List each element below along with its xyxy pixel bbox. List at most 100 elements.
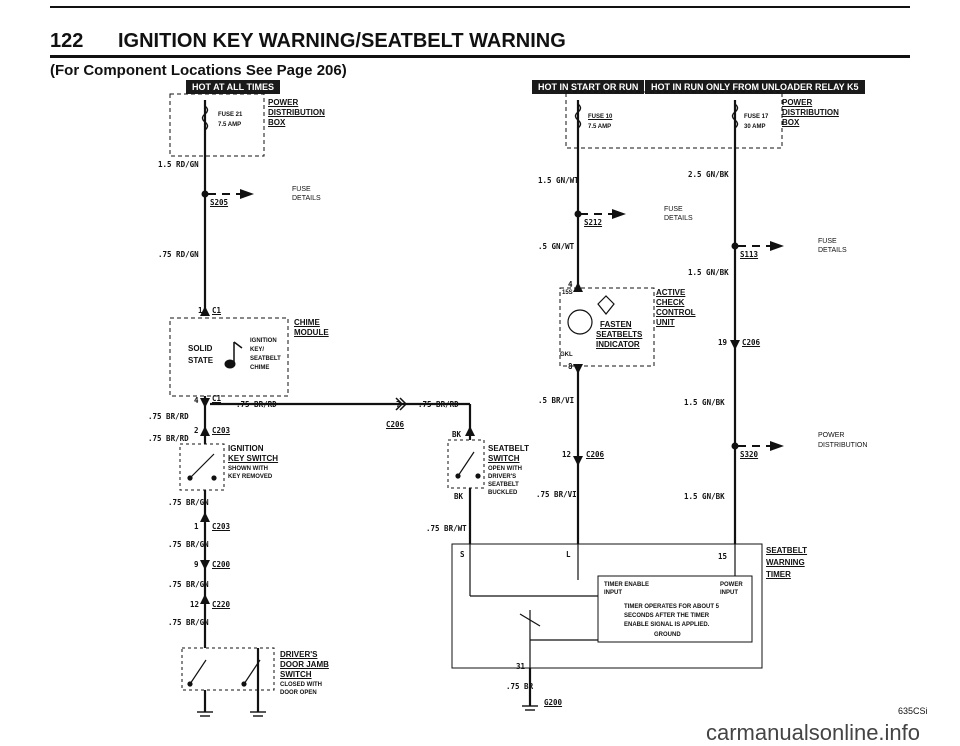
fuse-details-2a: FUSE <box>664 206 683 213</box>
top-rule <box>50 6 910 8</box>
wire-label-r1: 2.5 GN/BK <box>688 170 729 179</box>
power-distribution-2: DISTRIBUTION <box>818 442 868 449</box>
active-check-pin-4: 4 <box>568 280 573 289</box>
title-rule <box>50 55 910 58</box>
wire-label-w2: .75 RD/GN <box>158 250 199 259</box>
wire-label-m5: .75 BR/WT <box>426 524 467 533</box>
pin-19: 19 <box>718 338 728 347</box>
timer-pin-l: L <box>566 550 571 559</box>
timer-desc-1: TIMER OPERATES FOR ABOUT 5 <box>624 604 720 610</box>
seatbelt-switch-name-2: SWITCH <box>488 454 520 463</box>
ignition-switch-note-2: KEY REMOVED <box>228 474 273 480</box>
splice-s212: S212 <box>584 218 603 227</box>
connector-c206-c: C206 <box>742 338 761 347</box>
left-box-line2: DISTRIBUTION <box>268 108 325 117</box>
indicator-name-2: SEATBELTS <box>596 330 643 339</box>
wire-label-w5: .75 BR/RD <box>418 400 459 409</box>
left-box-line3: BOX <box>268 118 286 127</box>
fuse-details-2b: DETAILS <box>664 215 693 222</box>
banner-hot-in-start-or-run: HOT IN START OR RUN <box>532 80 645 94</box>
wire-label-w3: .75 BR/RD <box>236 400 277 409</box>
left-fuse-rating: 7.5 AMP <box>218 122 242 128</box>
page-number: 122 <box>50 30 84 52</box>
right-fuse-box <box>565 91 783 149</box>
door-switch-name-3: SWITCH <box>280 670 312 679</box>
active-check-pin-gkl: GKL <box>560 352 573 358</box>
page-subtitle: (For Component Locations See Page 206) <box>50 62 347 79</box>
ignition-switch-name-1: IGNITION <box>228 444 264 453</box>
banner-hot-at-all-times: HOT AT ALL TIMES <box>186 80 280 94</box>
right-box-line1: POWER <box>782 98 813 107</box>
solid-state-1: SOLID <box>188 344 213 353</box>
connector-c200: C200 <box>212 560 231 569</box>
door-switch-note-2: DOOR OPEN <box>280 690 317 696</box>
wire-label-r3: 1.5 GN/BK <box>684 398 725 407</box>
wire-label-w8: .75 BR/GN <box>168 540 209 549</box>
power-distribution-1: POWER <box>818 432 845 439</box>
pin-9-c200: 9 <box>194 560 199 569</box>
active-check-pin-15s: 15S <box>562 290 573 296</box>
wire-label-w6: .75 BR/RD <box>148 434 189 443</box>
left-box-line1: POWER <box>268 98 299 107</box>
timer-name-3: TIMER <box>766 570 791 579</box>
pin-1-c203: 1 <box>194 522 199 531</box>
seatbelt-switch-box <box>447 439 485 489</box>
chime-label-2: MODULE <box>294 328 329 337</box>
timer-power-2: INPUT <box>720 590 738 596</box>
splice-s205: S205 <box>210 198 229 207</box>
solid-state-2: STATE <box>188 356 214 365</box>
connector-c1-top: C1 <box>212 306 222 315</box>
splice-s320: S320 <box>740 450 759 459</box>
indicator-name-1: FASTEN <box>600 320 632 329</box>
timer-power-1: POWER <box>720 582 743 588</box>
fuse-details-3a: FUSE <box>818 238 837 245</box>
timer-pin-15: 15 <box>718 552 728 561</box>
active-check-name-1: ACTIVE <box>656 288 686 297</box>
fuse-details-3b: DETAILS <box>818 247 847 254</box>
fuse-details-1b: DETAILS <box>292 195 321 202</box>
pin-2-c203: 2 <box>194 426 199 435</box>
timer-pin-s: S <box>460 550 465 559</box>
wire-label-m4: .75 BR/VI <box>536 490 577 499</box>
wire-label-m2: .5 GN/WT <box>538 242 575 251</box>
wire-label-w9: .75 BR/GN <box>168 580 209 589</box>
wire-label-m3: .5 BR/VI <box>538 396 575 405</box>
door-switch-name-2: DOOR JAMB <box>280 660 329 669</box>
connector-c203-a: C203 <box>212 426 231 435</box>
mid-fuse-rating: 7.5 AMP <box>588 124 612 130</box>
ignition-switch-note-1: SHOWN WITH <box>228 466 268 472</box>
connector-c203-b: C203 <box>212 522 231 531</box>
seatbelt-switch-note-1: OPEN WITH <box>488 466 522 472</box>
ignition-switch-name-2: KEY SWITCH <box>228 454 279 463</box>
pin-bk-top: BK <box>452 430 462 439</box>
chime-inner-4: CHIME <box>250 365 270 371</box>
left-fuse-name: FUSE 21 <box>218 112 243 118</box>
pin-4-c1: 4 <box>194 396 199 405</box>
wire-label-w7: .75 BR/GN <box>168 498 209 507</box>
right-box-line2: DISTRIBUTION <box>782 108 839 117</box>
chime-inner-2: KEY/ <box>250 347 265 353</box>
door-switch-note-1: CLOSED WITH <box>280 682 322 688</box>
ground-g200: G200 <box>544 698 563 707</box>
chime-label-1: CHIME <box>294 318 320 327</box>
seatbelt-switch-note-3: SEATBELT <box>488 482 519 488</box>
wire-label-r2: 1.5 GN/BK <box>688 268 729 277</box>
seatbelt-switch-name-1: SEATBELT <box>488 444 530 453</box>
fuse-details-1a: FUSE <box>292 186 311 193</box>
seatbelt-switch-note-4: BUCKLED <box>488 490 518 496</box>
timer-pin-31: 31 <box>516 662 526 671</box>
wire-label-m1: 1.5 GN/WT <box>538 176 579 185</box>
timer-desc-3: ENABLE SIGNAL IS APPLIED. <box>624 622 710 628</box>
watermark: carmanualsonline.info <box>706 720 921 745</box>
timer-name-2: WARNING <box>766 558 805 567</box>
page-title: IGNITION KEY WARNING/SEATBELT WARNING <box>118 30 566 52</box>
timer-name-1: SEATBELT <box>766 546 808 555</box>
active-check-name-3: CONTROL <box>656 308 696 317</box>
right-box-line3: BOX <box>782 118 800 127</box>
timer-inner-box <box>597 575 753 643</box>
connector-c220: C220 <box>212 600 231 609</box>
seatbelt-switch-note-2: DRIVER'S <box>488 474 517 480</box>
pin-12-c220: 12 <box>190 600 200 609</box>
